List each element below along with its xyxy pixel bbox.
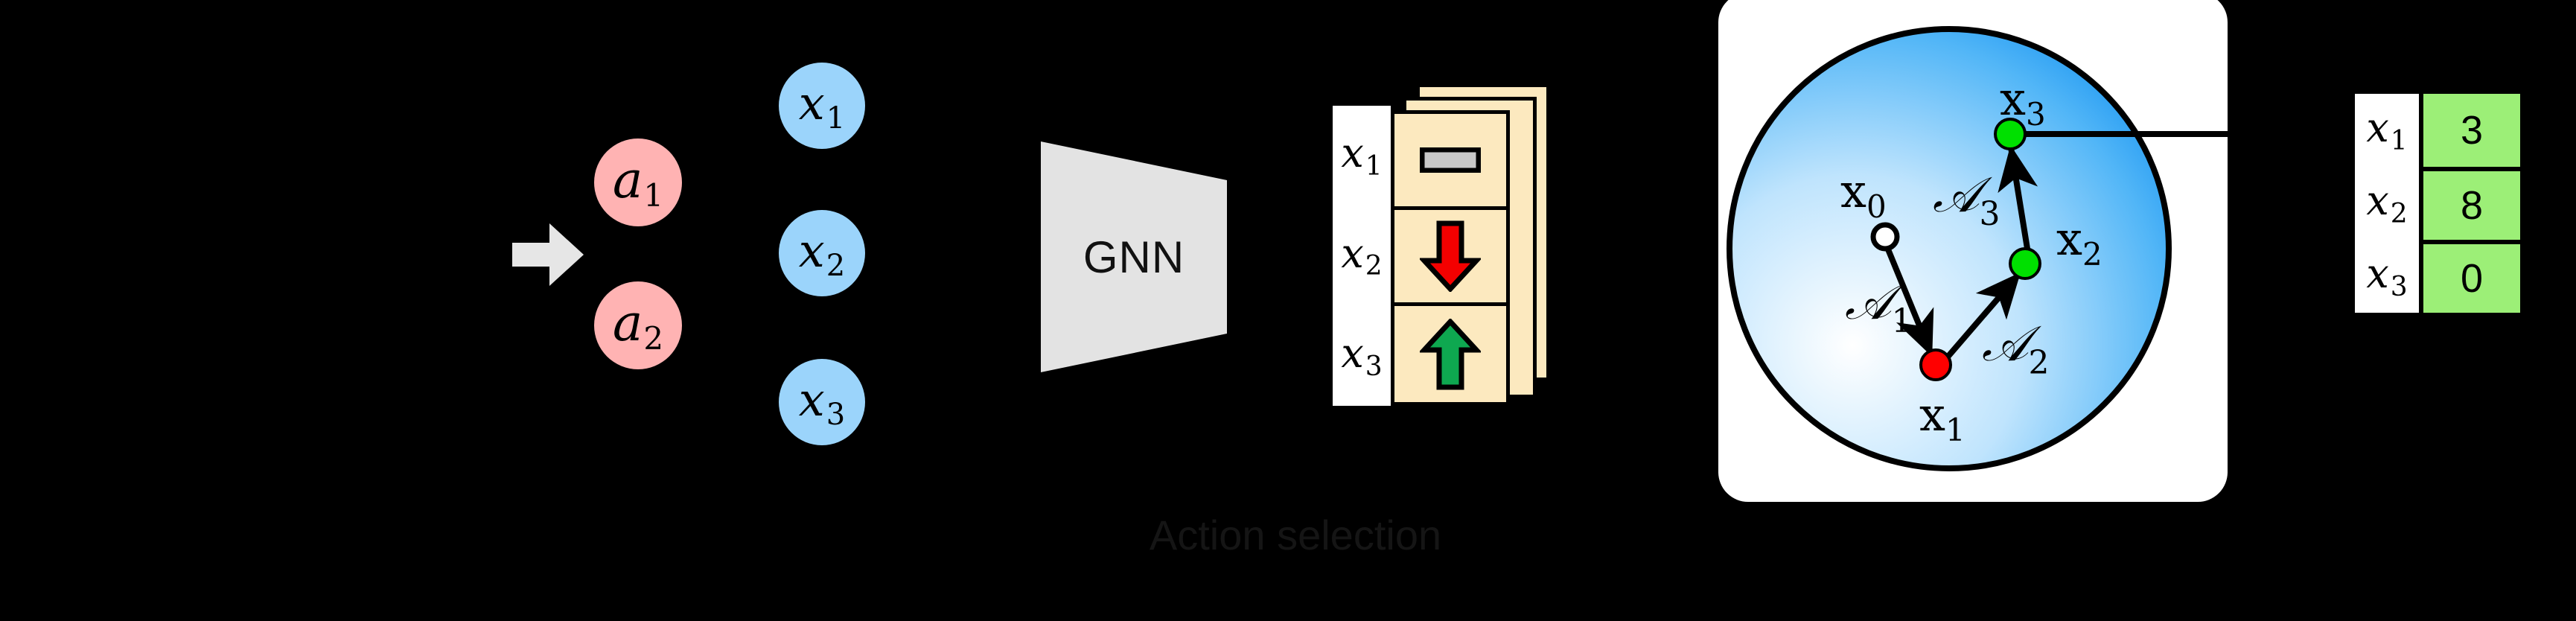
state-point-x2-label: x2 (2056, 211, 2102, 273)
red-down-arrow-icon (1420, 220, 1481, 292)
value-table: x1 3 x2 8 x3 0 (2355, 94, 2526, 313)
action-card-key-x3-subscript: 3 (1365, 351, 1383, 382)
value-table-value-x3: 0 (2419, 240, 2520, 313)
trajectory-arrow-A3 (1998, 144, 2038, 254)
action-cell-x1[interactable] (1394, 114, 1506, 210)
state-node-x3-subscript: 3 (826, 398, 846, 432)
state-point-x2[interactable] (2009, 247, 2041, 280)
value-table-key-x1-text: x1 (2366, 104, 2408, 156)
action-card-key-x2-text: x2 (1341, 229, 1383, 282)
action-card-key-x2: x2 (1333, 206, 1391, 305)
value-table-key-x1: x1 (2355, 94, 2419, 167)
action-cell-x2[interactable] (1394, 210, 1506, 306)
trajectory-arrow-A1 (1884, 244, 1934, 357)
gnn-block[interactable] (1041, 141, 1227, 372)
state-node-x2[interactable]: x2 (779, 210, 865, 296)
action-card-key-column: x1 x2 x3 (1333, 106, 1391, 406)
action-node-a1-subscript: 1 (643, 177, 664, 214)
value-table-key-x2-text: x2 (2366, 177, 2408, 229)
action-node-a2-label: a2 (612, 293, 664, 357)
table-row: x2 8 (2355, 167, 2526, 240)
action-card-key-x1: x1 (1333, 106, 1391, 206)
action-cell-x3[interactable] (1394, 306, 1506, 402)
value-table-key-x3: x3 (2355, 240, 2419, 313)
action-node-a2[interactable]: a2 (594, 281, 682, 369)
right-arrow-icon (512, 223, 584, 286)
action-card-key-x2-subscript: 2 (1365, 251, 1383, 282)
gray-dash-bar-icon (1420, 147, 1481, 173)
action-node-a1[interactable]: a1 (594, 138, 682, 226)
state-point-x0[interactable] (1870, 222, 1900, 252)
state-point-x1-label: x1 (1919, 387, 1966, 448)
state-node-x3[interactable]: x3 (779, 359, 865, 445)
state-node-x1[interactable]: x1 (779, 63, 865, 149)
table-row: x3 0 (2355, 240, 2526, 313)
action-card-front[interactable] (1391, 110, 1510, 406)
action-selection-caption: Action selection (1149, 512, 1442, 558)
value-table-value-x2: 8 (2419, 167, 2520, 240)
state-node-x2-subscript: 2 (826, 249, 846, 283)
state-node-x2-label: x2 (798, 223, 846, 283)
action-card-key-x1-subscript: 1 (1365, 151, 1383, 182)
value-table-key-x2-subscript: 2 (2390, 198, 2408, 229)
trajectory-arrow-A2 (1942, 272, 2022, 363)
state-space-panel: x0 x1 x2 x3 𝒜1 𝒜2 𝒜3 (1712, 0, 2234, 508)
green-up-arrow-icon (1420, 318, 1481, 389)
action-selection-card-stack[interactable]: x1 x2 x3 (1333, 83, 1556, 411)
action-card-key-x3-text: x3 (1341, 329, 1383, 382)
gnn-label: GNN (1083, 232, 1185, 282)
state-point-x3[interactable] (1994, 118, 2027, 150)
action-card-key-x3: x3 (1333, 306, 1391, 406)
value-table-key-x2: x2 (2355, 167, 2419, 240)
table-row: x1 3 (2355, 94, 2526, 167)
state-space-sphere (1727, 26, 2172, 471)
action-node-a2-subscript: 2 (643, 320, 664, 357)
value-table-key-x1-subscript: 1 (2390, 125, 2408, 156)
value-table-key-x3-text: x3 (2366, 250, 2408, 302)
state-point-x0-label: x0 (1840, 164, 1887, 225)
state-node-x3-label: x3 (798, 372, 846, 432)
state-node-x1-label: x1 (798, 76, 846, 136)
state-node-x1-subscript: 1 (826, 101, 846, 136)
action-node-a1-label: a1 (612, 150, 664, 214)
action-card-key-x1-text: x1 (1341, 130, 1383, 182)
value-table-value-x1: 3 (2419, 94, 2520, 167)
value-table-key-x3-subscript: 3 (2390, 271, 2408, 302)
state-point-x1[interactable] (1919, 348, 1952, 381)
